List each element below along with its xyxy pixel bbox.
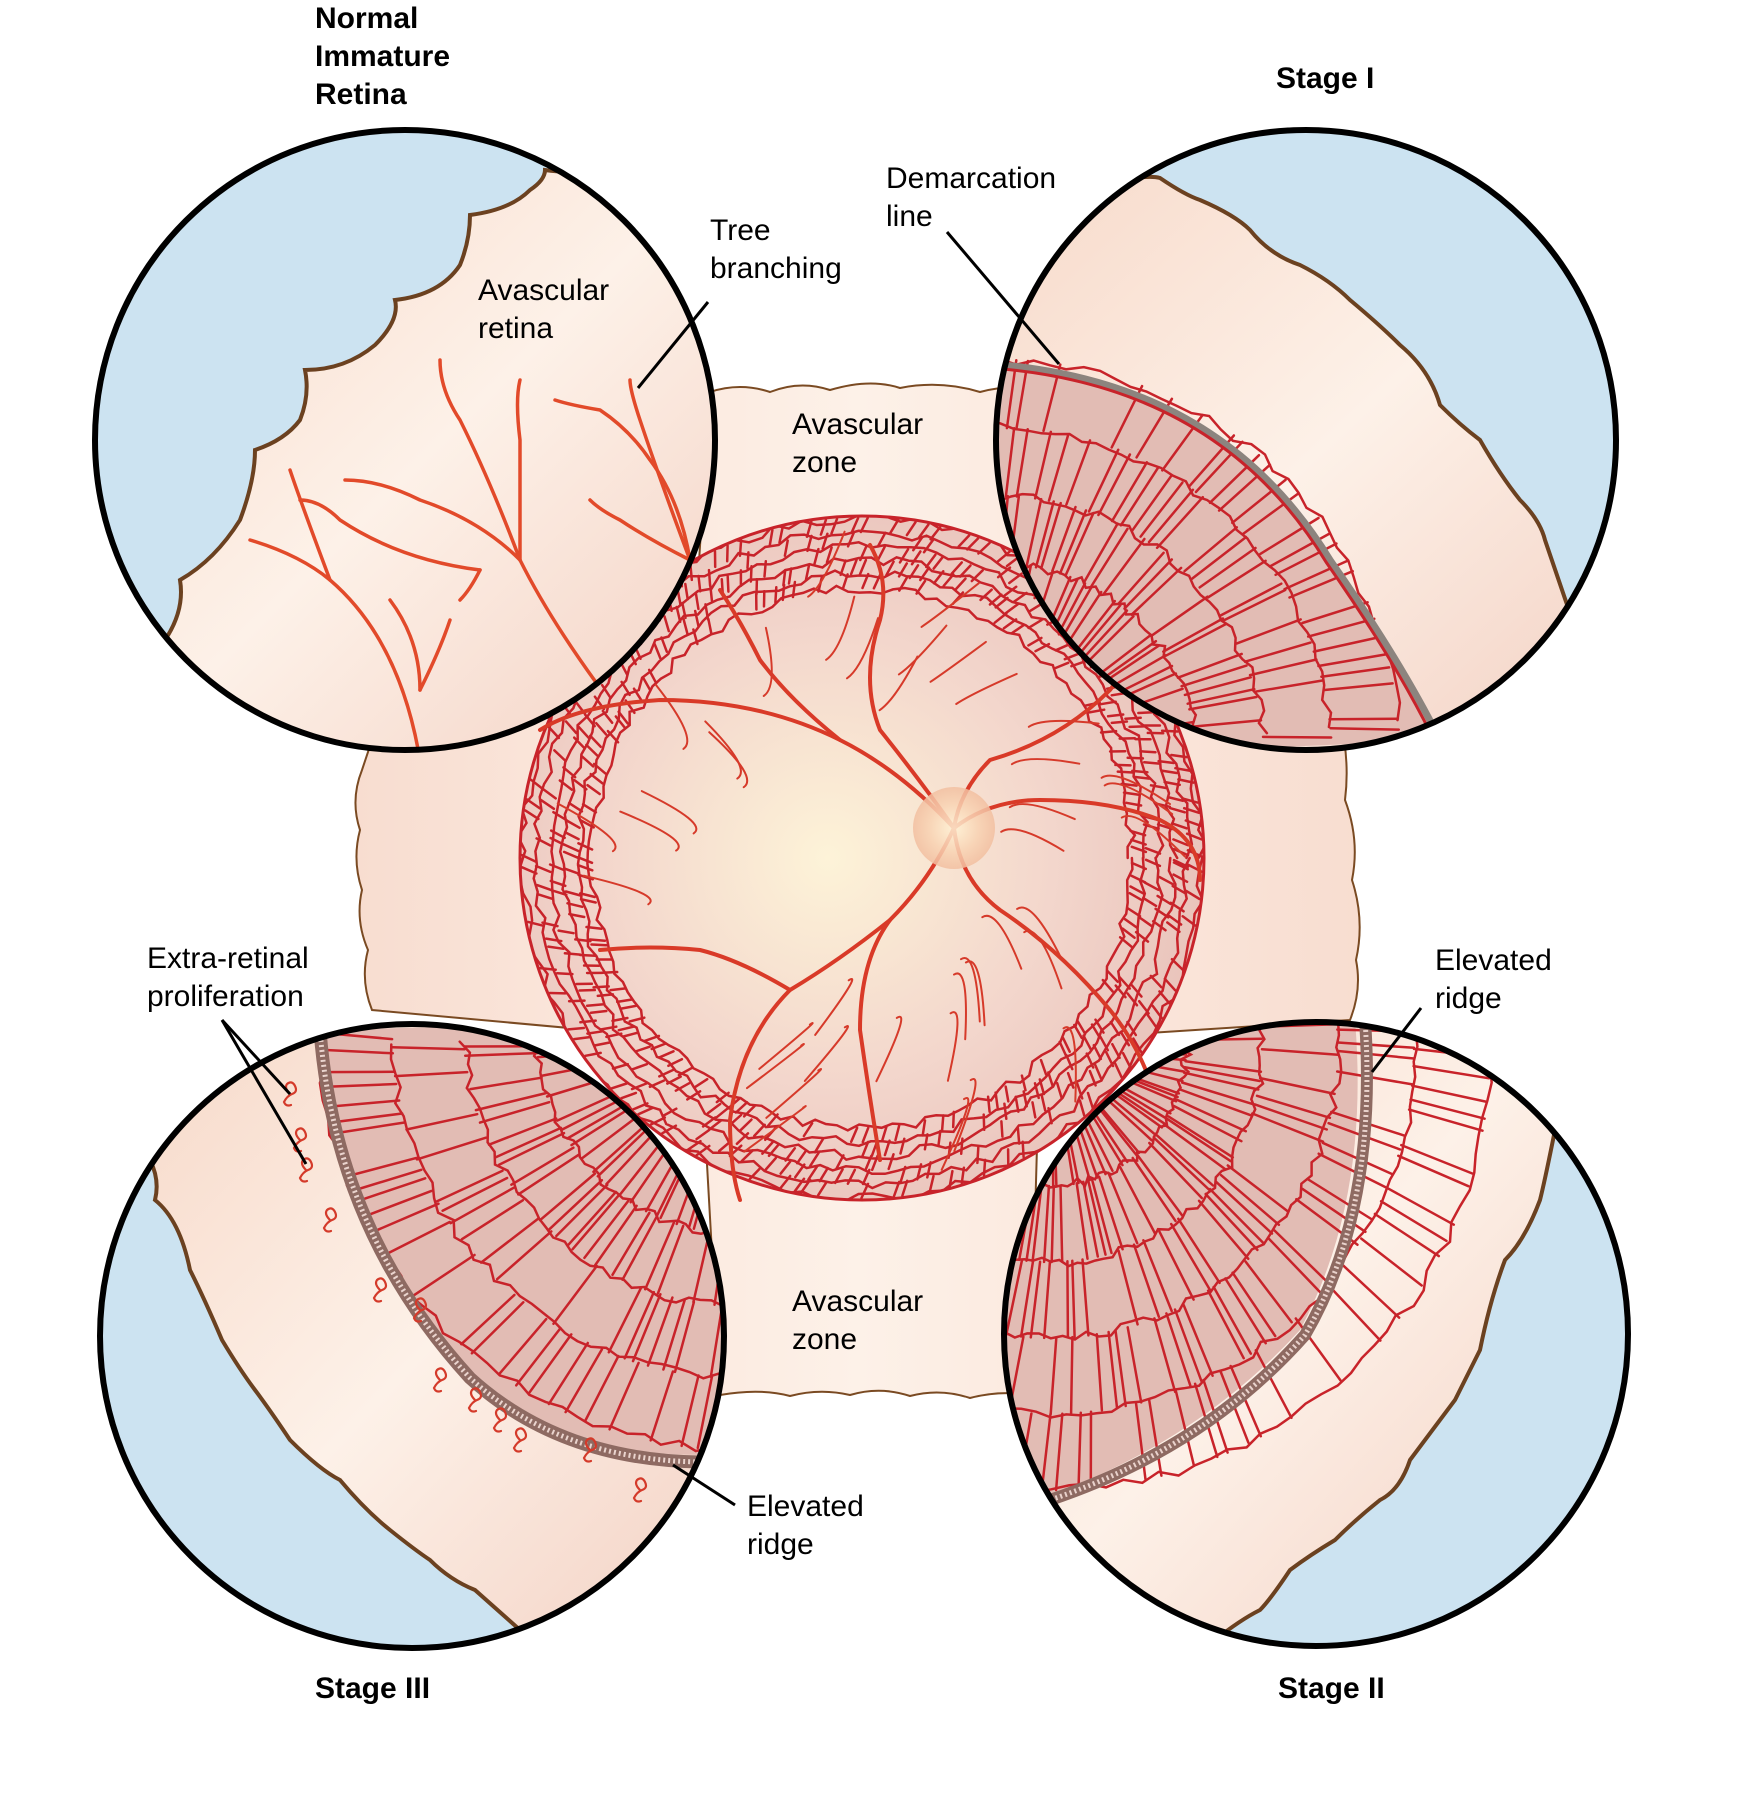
capillary [580,1021,595,1023]
capillary [699,576,701,591]
capillary [580,955,595,956]
capillary [1061,1186,1063,1262]
capillary [590,940,605,941]
capillary [569,1001,584,1002]
optic-disc [913,787,995,869]
capillary [598,994,613,996]
capillary [594,986,609,987]
title-stage-3: Stage III [315,1670,430,1708]
capillary [748,552,749,567]
capillary [1018,1128,1019,1143]
capillary [942,1116,943,1131]
label-avascular-zone-bottom: Avascular zone [792,1283,923,1359]
capillary [1128,758,1143,759]
capillary [984,1160,985,1175]
capillary [988,1097,990,1112]
capillary [961,1139,962,1154]
capillary [1138,712,1153,713]
capillary [1140,751,1155,752]
capillary [580,990,595,991]
capillary [1331,728,1399,729]
capillary [611,988,626,990]
capillary [931,1402,959,1473]
title-stage-1: Stage I [1276,60,1374,98]
capillary [893,1393,927,1462]
capillary [1132,771,1147,772]
capillary [1112,722,1127,723]
capillary [1067,1261,1068,1337]
capillary [1125,718,1140,719]
label-avascular-retina: Avascular retina [478,272,609,348]
capillary [1134,777,1149,779]
capillary [953,1112,954,1127]
capillary [984,1411,1003,1485]
label-elevated-ridge-stage3: Elevated ridge [747,1488,864,1564]
capillary [592,945,607,946]
capillary [710,585,712,600]
capillary [984,1115,985,1130]
capillary [740,540,741,556]
capillary [728,576,729,591]
capillary [765,561,766,576]
capillary [1263,737,1331,738]
capillary [575,939,590,941]
capillary [1115,765,1130,766]
capillary [1130,726,1145,727]
capillary [602,972,617,973]
capillary [1101,731,1116,732]
capillary [977,1148,978,1163]
label-tree-branching: Tree branching [710,212,842,288]
capillary [1118,772,1133,773]
capillary [1071,1337,1072,1413]
capillary [568,1028,583,1029]
capillary [1162,731,1178,732]
capillary [565,953,580,954]
capillary [910,1397,941,1467]
capillary [1413,1024,1489,1027]
capillary [775,587,776,602]
capillary [967,1409,989,1482]
label-demarcation-line: Demarcation line [886,160,1056,236]
label-extra-retinal-proliferation: Extra-retinal proliferation [147,940,309,1016]
title-normal-immature-retina: Normal Immature Retina [315,0,450,114]
capillary [1023,1142,1024,1157]
title-stage-2: Stage II [1278,1670,1385,1708]
label-avascular-zone-top: Avascular zone [792,406,923,482]
capillary [709,570,710,585]
capillary [587,1004,602,1005]
capillary [1144,762,1159,763]
capillary [751,566,752,581]
capillary [557,973,572,974]
capillary [783,585,784,600]
capillary [1001,1121,1002,1136]
label-elevated-ridge-stage2: Elevated ridge [1435,942,1552,1018]
capillary [540,968,555,970]
